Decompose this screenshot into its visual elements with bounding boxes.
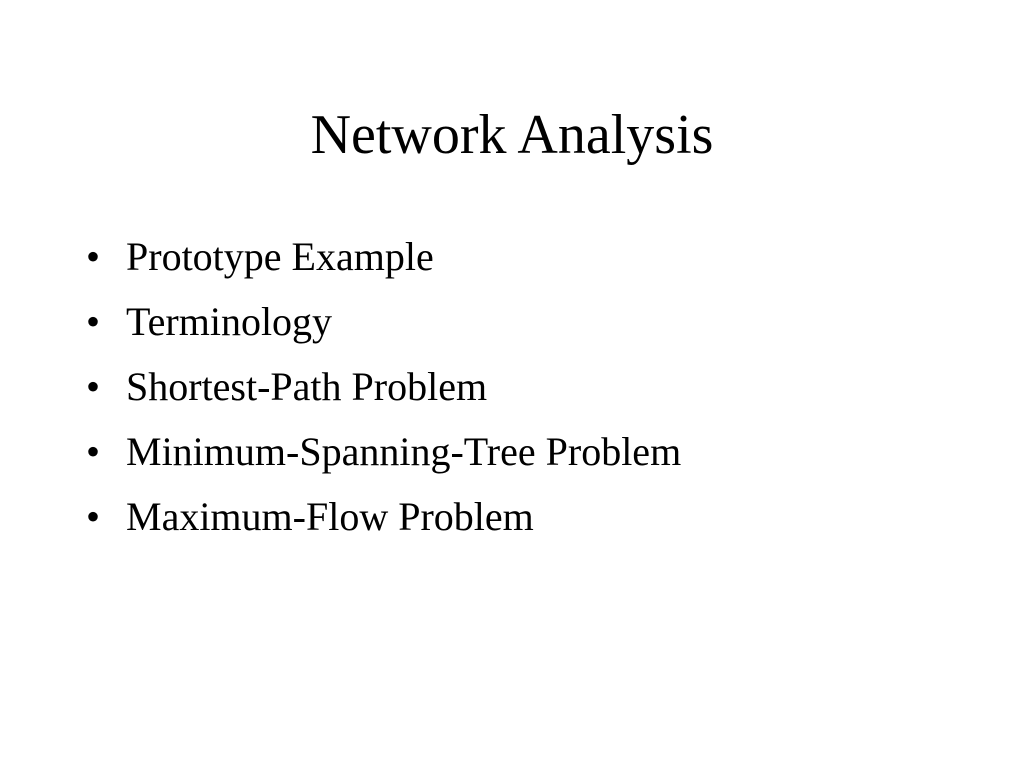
bullet-list: • Prototype Example • Terminology • Shor… [86,232,681,557]
bullet-icon: • [86,299,101,344]
list-item-text: Prototype Example [126,234,434,279]
list-item: • Shortest-Path Problem [86,362,681,427]
bullet-icon: • [86,429,101,474]
list-item-text: Maximum-Flow Problem [126,494,534,539]
list-item: • Minimum-Spanning-Tree Problem [86,427,681,492]
list-item-text: Minimum-Spanning-Tree Problem [126,429,682,474]
list-item-text: Shortest-Path Problem [126,364,488,409]
list-item: • Prototype Example [86,232,681,297]
list-item: • Maximum-Flow Problem [86,492,681,557]
bullet-icon: • [86,494,101,539]
slide-title: Network Analysis [310,104,714,166]
list-item-text: Terminology [126,299,333,344]
bullet-icon: • [86,364,101,409]
bullet-icon: • [86,234,101,279]
list-item: • Terminology [86,297,681,362]
